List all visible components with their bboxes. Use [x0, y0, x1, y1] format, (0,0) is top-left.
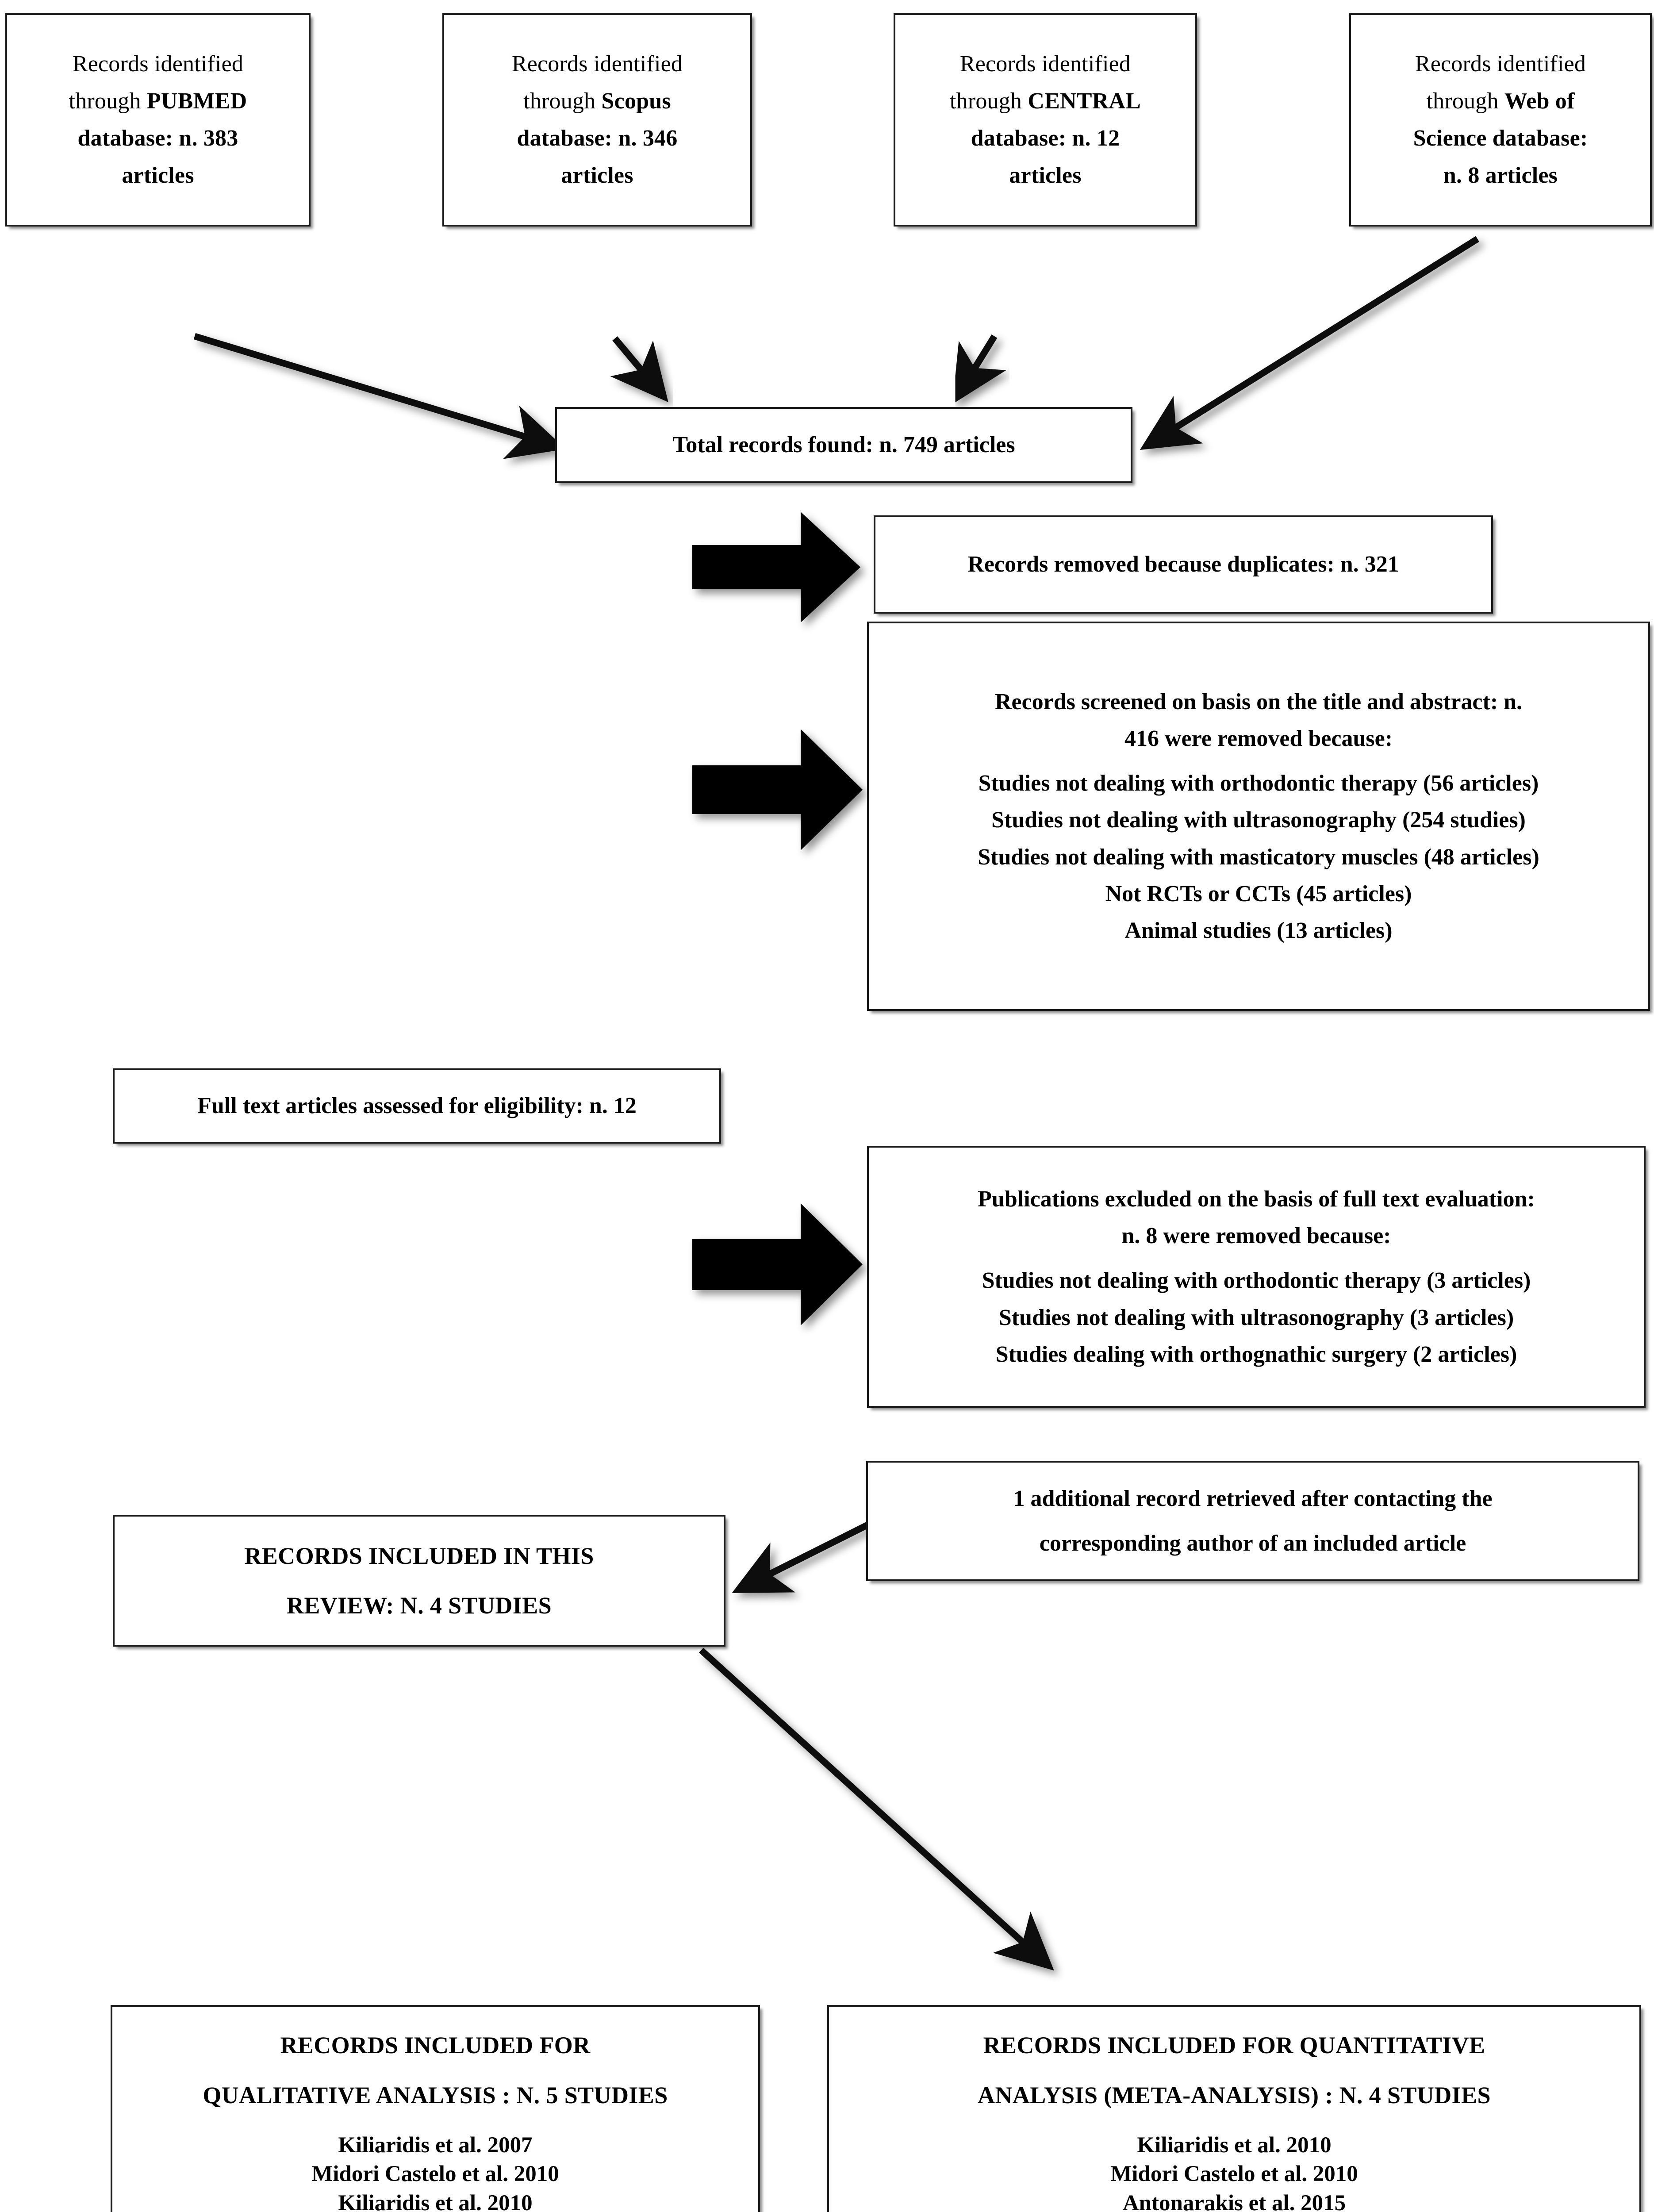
screening-reason: Studies not dealing with masticatory mus…: [978, 844, 1539, 870]
additional-record-line-1: 1 additional record retrieved after cont…: [1013, 1486, 1493, 1511]
source-database-name: CENTRAL: [1028, 88, 1141, 114]
source-database-name: Scopus: [601, 88, 671, 114]
block-arrow-fulltext-excluded: [692, 1203, 863, 1325]
source-line-4: articles: [902, 157, 1189, 194]
source-line-1: Records identified: [72, 51, 244, 77]
source-line-3: Science database:: [1357, 120, 1644, 157]
screening-reason: Animal studies (13 articles): [1124, 918, 1393, 943]
source-line-2: through Web of: [1357, 83, 1644, 120]
qualitative-study: Midori Castelo et al. 2010: [311, 2162, 559, 2187]
qualitative-heading-line-2: QUALITATIVE ANALYSIS : N. 5 STUDIES: [203, 2081, 668, 2108]
source-line-4: articles: [450, 157, 744, 194]
source-line-1: Records identified: [959, 51, 1131, 77]
quantitative-study: Midori Castelo et al. 2010: [1110, 2162, 1358, 2187]
quantitative-analysis-box: RECORDS INCLUDED FOR QUANTITATIVE ANALYS…: [827, 2005, 1641, 2212]
block-arrow-screening: [692, 729, 863, 850]
full-text-excluded-heading-line-1: Publications excluded on the basis of fu…: [978, 1187, 1535, 1212]
arrow-additional-to-included: [732, 1519, 875, 1593]
records-included-review-line-1: RECORDS INCLUDED IN THIS: [244, 1542, 594, 1569]
screening-reason: Studies not dealing with ultrasonography…: [991, 807, 1526, 833]
full-text-excluded-reason: Studies not dealing with orthodontic the…: [982, 1268, 1531, 1294]
total-records-label: Total records found: n. 749 articles: [672, 432, 1015, 458]
source-line-3: database: n. 12: [902, 120, 1189, 157]
source-database-name: Web of: [1504, 88, 1575, 114]
source-line-2-prefix: through: [949, 88, 1028, 114]
quantitative-study: Kiliaridis et al. 2010: [1137, 2133, 1332, 2158]
arrow-pubmed-to-total: [193, 333, 566, 459]
screening-reason: Studies not dealing with orthodontic the…: [978, 771, 1539, 796]
source-line-2: through Scopus: [450, 83, 744, 120]
source-count: database: n. 346: [517, 126, 678, 151]
quantitative-study: Antonarakis et al. 2015: [1122, 2190, 1346, 2212]
source-line-2: through CENTRAL: [902, 83, 1189, 120]
qualitative-heading-line-1: RECORDS INCLUDED FOR: [280, 2032, 591, 2058]
duplicates-removed-box: Records removed because duplicates: n. 3…: [874, 515, 1493, 614]
full-text-excluded-reason: Studies dealing with orthognathic surger…: [995, 1341, 1517, 1367]
screening-heading-line-1: Records screened on basis on the title a…: [994, 689, 1523, 714]
arrow-scopus-to-total: [610, 336, 668, 403]
total-records-box: Total records found: n. 749 articles: [555, 407, 1132, 483]
additional-record-line-2: corresponding author of an included arti…: [1039, 1531, 1466, 1556]
quantitative-heading-line-1: RECORDS INCLUDED FOR QUANTITATIVE: [983, 2032, 1485, 2058]
screening-reason: Not RCTs or CCTs (45 articles): [1105, 881, 1412, 906]
source-unit: articles: [1009, 163, 1082, 188]
source-unit: articles: [122, 163, 194, 188]
full-text-excluded-reason: Studies not dealing with ultrasonography…: [998, 1305, 1514, 1330]
source-database-name: PUBMED: [146, 88, 247, 114]
source-line-2-prefix: through: [1426, 88, 1504, 114]
quantitative-heading-line-2: ANALYSIS (META-ANALYSIS) : N. 4 STUDIES: [978, 2081, 1491, 2108]
qualitative-analysis-box: RECORDS INCLUDED FOR QUALITATIVE ANALYSI…: [111, 2005, 760, 2212]
full-text-assessed-box: Full text articles assessed for eligibil…: [113, 1068, 721, 1144]
source-unit: n. 8 articles: [1443, 163, 1558, 188]
arrow-included-to-quantitative: [698, 1647, 1054, 1971]
qualitative-study: Kiliaridis et al. 2010: [338, 2190, 533, 2212]
source-unit: articles: [561, 163, 633, 188]
source-box-pubmed: Records identified through PUBMED databa…: [5, 13, 311, 227]
source-line-2-prefix: through: [523, 88, 602, 114]
additional-record-box: 1 additional record retrieved after cont…: [866, 1461, 1639, 1581]
arrow-central-to-total: [952, 334, 1006, 404]
source-box-web-of-science: Records identified through Web of Scienc…: [1349, 13, 1652, 227]
source-box-central: Records identified through CENTRAL datab…: [894, 13, 1197, 227]
source-line-1: Records identified: [1415, 51, 1586, 77]
source-line-2: through PUBMED: [13, 83, 303, 120]
records-included-review-box: RECORDS INCLUDED IN THIS REVIEW: N. 4 ST…: [113, 1515, 725, 1647]
source-box-scopus: Records identified through Scopus databa…: [442, 13, 752, 227]
source-line-3: database: n. 346: [450, 120, 744, 157]
source-line-4: articles: [13, 157, 303, 194]
block-arrow-duplicates: [692, 512, 860, 622]
source-line-2-prefix: through: [69, 88, 147, 114]
qualitative-study: Kiliaridis et al. 2007: [338, 2133, 533, 2158]
source-count: Science database:: [1413, 126, 1588, 151]
source-line-4: n. 8 articles: [1357, 157, 1644, 194]
source-count: database: n. 383: [77, 126, 238, 151]
full-text-assessed-label: Full text articles assessed for eligibil…: [197, 1093, 637, 1119]
full-text-exclusions-box: Publications excluded on the basis of fu…: [867, 1146, 1646, 1408]
screening-heading-line-2: 416 were removed because:: [1124, 726, 1393, 752]
full-text-excluded-heading-line-2: n. 8 were removed because:: [1121, 1223, 1391, 1249]
source-line-1: Records identified: [511, 51, 683, 77]
source-count: database: n. 12: [971, 126, 1120, 151]
records-included-review-line-2: REVIEW: N. 4 STUDIES: [286, 1592, 552, 1619]
source-line-3: database: n. 383: [13, 120, 303, 157]
duplicates-removed-label: Records removed because duplicates: n. 3…: [967, 552, 1399, 577]
arrow-wos-to-total: [1140, 236, 1479, 450]
screening-exclusions-box: Records screened on basis on the title a…: [867, 622, 1650, 1011]
